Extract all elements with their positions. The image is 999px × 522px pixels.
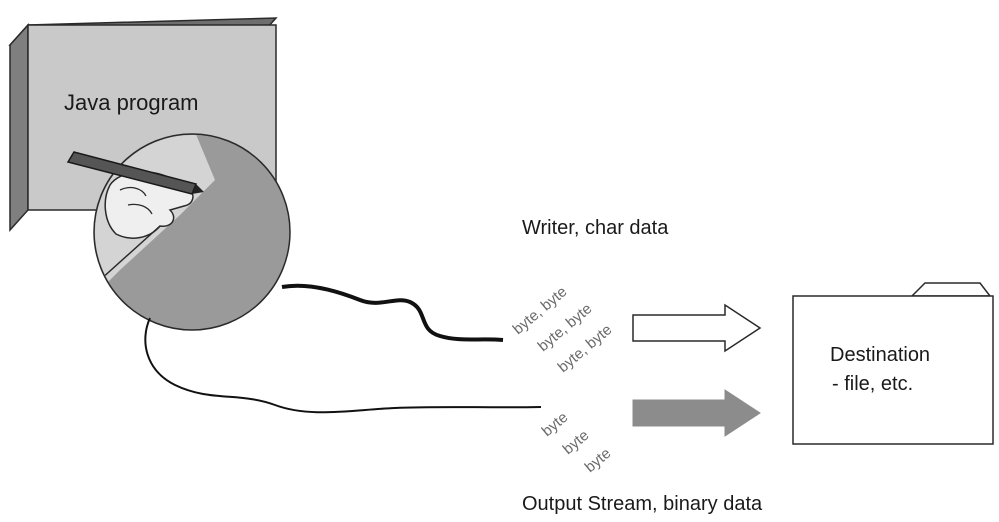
destination-sublabel: - file, etc.: [832, 373, 913, 395]
java-program-label: Java program: [64, 90, 199, 115]
writer-byte-stack: byte, byte byte, byte byte, byte: [510, 283, 616, 376]
writing-hand-lens: [66, 133, 291, 331]
char-data-arrow: [632, 303, 762, 353]
binary-data-arrow: [632, 389, 761, 437]
stream-byte-line: byte: [560, 427, 593, 458]
writer-cable: [281, 283, 504, 342]
destination-folder: Destination - file, etc.: [792, 282, 994, 445]
output-stream-label: Output Stream, binary data: [522, 493, 763, 515]
writer-label: Writer, char data: [522, 217, 669, 239]
stream-byte-line: byte: [582, 445, 615, 476]
java-program-box: Java program: [8, 17, 278, 232]
stream-byte-stack: byte byte byte: [539, 409, 615, 476]
stream-byte-line: byte: [539, 409, 572, 440]
stream-cable: [144, 317, 542, 414]
folder-tab: [910, 282, 992, 297]
destination-label: Destination: [830, 344, 930, 366]
